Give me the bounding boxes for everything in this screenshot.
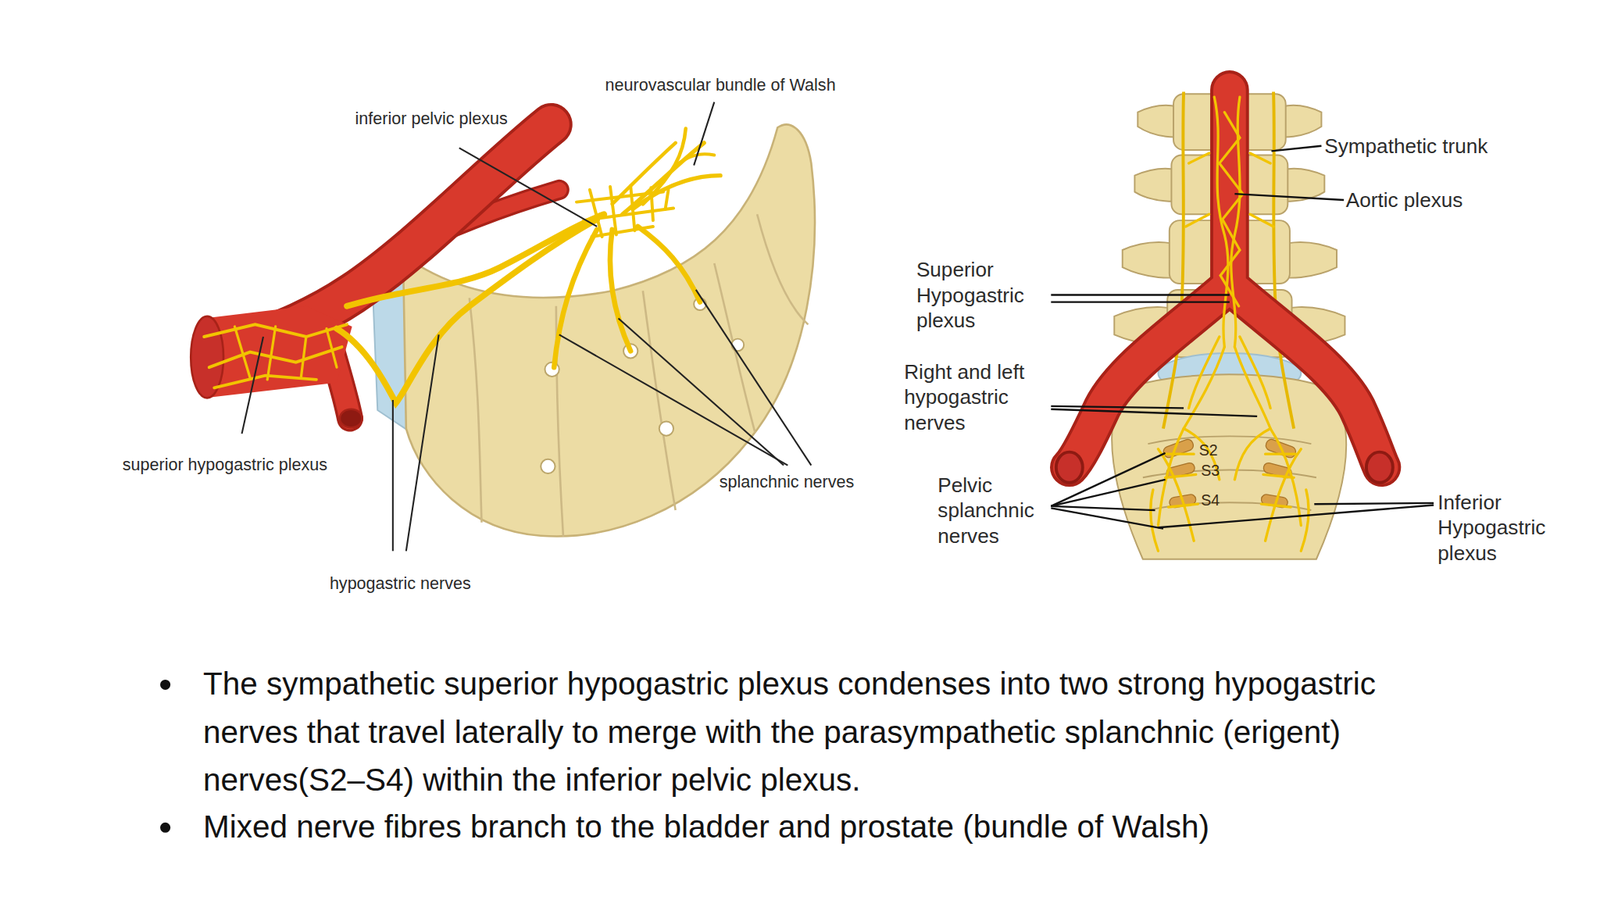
vertebra-level: S3 xyxy=(1200,460,1220,480)
sacrum xyxy=(540,459,555,474)
structure-label: Pelvic splanchnic nerves xyxy=(937,471,1052,549)
nerve xyxy=(209,346,343,368)
nerve xyxy=(1214,96,1229,347)
leader-line xyxy=(693,102,715,166)
nerve xyxy=(1163,453,1297,508)
leader-line xyxy=(1314,503,1434,504)
nerve xyxy=(1150,489,1309,551)
structure-label: neurovascular bundle of Walsh xyxy=(605,74,836,95)
bullet-dot xyxy=(160,679,171,690)
aorta xyxy=(1056,452,1083,483)
bullet-dot xyxy=(160,822,171,833)
nerve xyxy=(234,326,337,380)
sacrum xyxy=(757,214,808,325)
nerve xyxy=(612,142,676,204)
artery xyxy=(190,124,560,428)
leader-line xyxy=(1050,409,1258,417)
bullet-dot xyxy=(160,679,171,833)
leader-line xyxy=(696,289,812,466)
leader-line xyxy=(1050,507,1164,529)
structure-label: superior hypogastric plexus xyxy=(122,453,328,475)
sacrum xyxy=(642,290,676,511)
leader-line xyxy=(1050,479,1165,507)
structure-label: Right and left hypogastric nerves xyxy=(903,358,1043,436)
nerve xyxy=(1234,346,1301,526)
bullet-text: Mixed nerve fibres branch to the bladder… xyxy=(203,802,1479,850)
artery xyxy=(339,409,363,429)
sacrum xyxy=(469,297,483,522)
nerve xyxy=(1157,346,1225,526)
leader-line xyxy=(392,400,394,551)
vertebra-level: S2 xyxy=(1199,440,1218,460)
nerve xyxy=(1189,336,1271,408)
nerve xyxy=(336,219,597,404)
leader-line xyxy=(1050,293,1230,296)
leader-line xyxy=(1050,300,1230,303)
leader-line xyxy=(1157,505,1434,529)
structure-label: Sympathetic trunk xyxy=(1324,132,1488,159)
leader-line xyxy=(459,147,597,227)
leader-line xyxy=(1050,406,1184,409)
nerve xyxy=(1183,428,1271,480)
sympathetic-trunk xyxy=(1163,92,1184,429)
bullet-text: The sympathetic superior hypogastric ple… xyxy=(203,659,1418,804)
nerve xyxy=(1219,112,1243,307)
sacrum xyxy=(731,339,744,352)
nerve xyxy=(632,175,721,210)
nerve xyxy=(1157,449,1301,542)
structure-label: Superior Hypogastric plexus xyxy=(916,256,1041,333)
leader-line xyxy=(1271,146,1322,152)
nerve xyxy=(553,229,597,368)
leader-line xyxy=(242,336,264,434)
nerve xyxy=(1185,153,1274,227)
vertebra xyxy=(1111,374,1347,559)
nerve xyxy=(637,226,700,303)
structure-label: hypogastric nerves xyxy=(329,572,472,593)
structure-label: inferior pelvic plexus xyxy=(355,107,508,129)
nerve xyxy=(1150,96,1309,551)
nerve xyxy=(346,214,604,307)
leader-line xyxy=(1050,506,1155,511)
leader-line xyxy=(559,334,789,465)
nerve xyxy=(203,128,721,404)
leader-line xyxy=(618,318,785,466)
nerve xyxy=(610,229,631,351)
sacrum xyxy=(659,421,674,436)
leader-line xyxy=(406,334,440,551)
artery xyxy=(203,306,352,399)
sympathetic-trunk xyxy=(1273,92,1294,429)
structure-label: Inferior Hypogastric plexus xyxy=(1437,489,1562,566)
aorta xyxy=(1366,452,1393,483)
structure-label: splanchnic nerves xyxy=(719,471,855,492)
leader-line xyxy=(1234,193,1344,200)
vertebra-level: S4 xyxy=(1200,490,1220,510)
structure-label: Aortic plexus xyxy=(1346,187,1464,214)
leader-line xyxy=(1050,453,1165,507)
